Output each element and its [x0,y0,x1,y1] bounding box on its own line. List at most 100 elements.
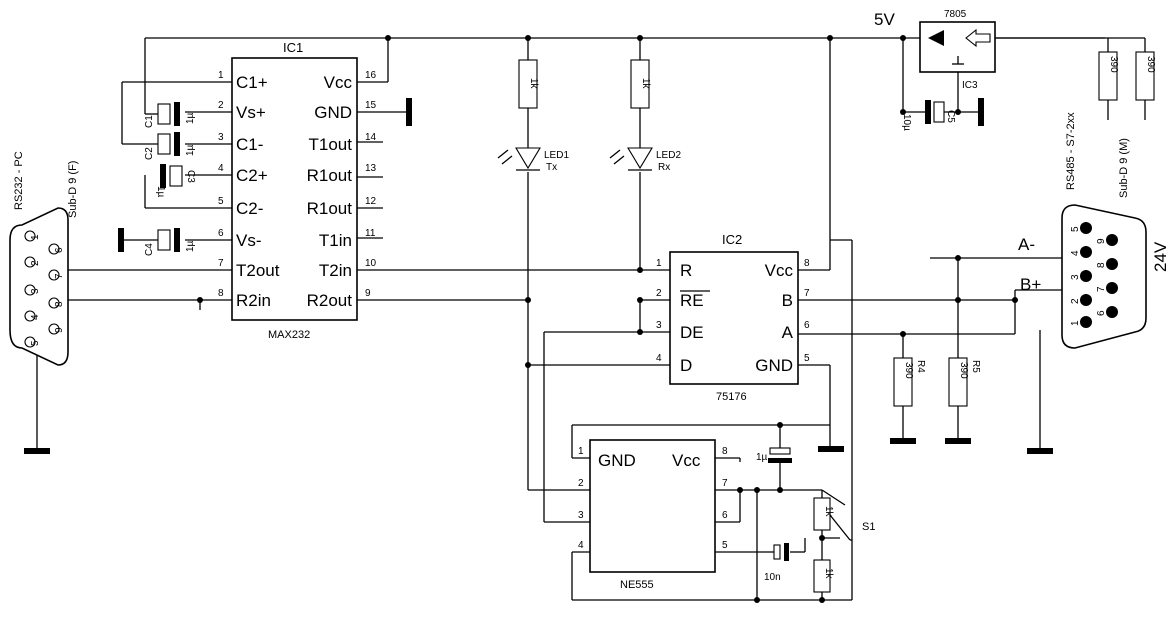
switch-s1-label: S1 [862,521,875,533]
r5-label: R5 [970,360,981,373]
ic2-part: 75176 [716,391,747,403]
ic1-pin-number: 4 [218,163,224,174]
r5-value: 390 [958,362,969,379]
plc-connector-pin [1106,258,1118,270]
c3-label: C3 [185,170,196,183]
ic1-pin-number: 3 [218,132,224,143]
pc-pin-number: 8 [54,301,65,307]
ic1-pin-name: T2in [319,261,352,280]
wires [36,37,1146,601]
ne555-pin-number: 5 [722,540,728,551]
c5-label: C5 [945,110,956,123]
ic1-pin-number: 7 [218,258,224,269]
ic3-ref: IC3 [962,80,978,91]
pc-pin-number: 4 [30,314,41,320]
c3-value: 1µ [155,186,166,198]
c5-value: 10µ [901,114,912,131]
plc-pin-number: 6 [1096,310,1107,316]
ground-c4 [118,228,124,252]
ic1-pin-number: 8 [218,288,224,299]
pc-connector-pin [48,297,60,309]
pc-connector-pin [48,243,60,255]
ic1-pin-name: Vs+ [236,103,266,122]
ic1-pin-number: 2 [218,100,224,111]
plc-connector-pin [1080,246,1092,258]
ic2-pin-number: 3 [656,320,662,331]
ic3-7805: 7805 IC3 5V [874,9,996,91]
ic1-pin-number: 12 [365,196,377,207]
ground-r5 [945,438,971,444]
ne555-pin-number: 2 [578,478,584,489]
input-24v-label: 24V [1151,241,1170,272]
ic2-pin-number: 4 [656,353,662,364]
ic1-pin-name: T2out [236,261,280,280]
ic1-pin-name: R2out [307,291,353,310]
led1-signal: Tx [546,162,557,173]
ic1-pin-number: 9 [365,288,371,299]
r-timing1-value: 1k [823,506,834,518]
ic1-max232: IC1 MAX232 C1+1Vs+2C1-3C2+4C2-5Vs-6T2out… [218,40,377,341]
plc-pin-number: 9 [1096,238,1107,244]
pc-connector-pin [24,284,36,296]
pc-pin-number: 3 [30,288,41,294]
plc-connector-label: RS485 - S7-2xx [1065,112,1077,190]
pc-connector-label: RS232 - PC [13,151,25,210]
ic1-pin-name: Vs- [236,231,262,250]
pc-pin-number: 9 [54,327,65,333]
plc-connector-pin [1080,316,1092,328]
ic1-pin-name: R1out [307,166,353,185]
ic1-pin-name: Vcc [324,73,353,92]
ic1-pin-name: C1+ [236,73,268,92]
plc-pin-number: 8 [1096,262,1107,268]
ground-c5 [978,98,984,126]
ic1-pin-number: 15 [365,100,377,111]
plc-connector-pin [1080,222,1092,234]
ic2-pin-name: A [782,323,794,342]
plc-pin-number: 1 [1070,320,1081,326]
cap-1u-value: 1µ [756,452,768,463]
ic2-pin-number: 2 [656,288,662,299]
ic2-pin-name: GND [755,356,793,375]
ic1-pin-name: T1out [309,135,353,154]
ic1-pin-number: 6 [218,228,224,239]
pullup-resistors: 390 390 [1098,51,1156,101]
pc-connector-pin [48,269,60,281]
ic2-pin-name: D [680,356,692,375]
ic2-pin-name: B [782,291,793,310]
ic1-pin-name: C2- [236,199,263,218]
plc-pin-number: 2 [1070,298,1081,304]
r-timing2-value: 1k [823,568,834,580]
pc-connector-pin [24,336,36,348]
c2-value: 1µ [185,144,196,156]
c4-label: C4 [144,243,155,256]
pc-pin-number: 5 [30,340,41,346]
led2-branch: 1k LED2 Rx [609,59,681,173]
ic2-pin-name: Vcc [765,261,794,280]
ic1-pin-number: 10 [365,258,377,269]
led2-label: LED2 [656,150,681,161]
pc-connector-pin [24,230,36,242]
ground-symbols [24,98,1053,454]
plc-connector-pin [1106,234,1118,246]
a-minus-label: A- [1018,235,1035,254]
ic1-pin-number: 11 [365,228,376,239]
r4-label: R4 [915,360,926,373]
plc-pin-number: 3 [1070,274,1081,280]
ic1-pin-number: 5 [218,196,224,207]
resistors-r4-r5: 390 R4 390 R5 [893,357,981,407]
led1-branch: 1k LED1 Tx [497,59,569,173]
ic2-pin-number: 1 [656,258,662,269]
ne555-pin-number: 7 [722,478,728,489]
pc-connector-type: Sub-D 9 (F) [67,161,79,218]
ic1-pin-name: C1- [236,135,263,154]
r4-value: 390 [903,362,914,379]
ic1-pin-number: 16 [365,70,377,81]
ic2-pin-name: DE [680,323,704,342]
ne555-pin-number: 8 [722,446,728,457]
pc-pin-number: 2 [30,260,41,266]
r-pull2-value: 390 [1145,56,1156,73]
plc-pin-number: 5 [1070,226,1081,232]
